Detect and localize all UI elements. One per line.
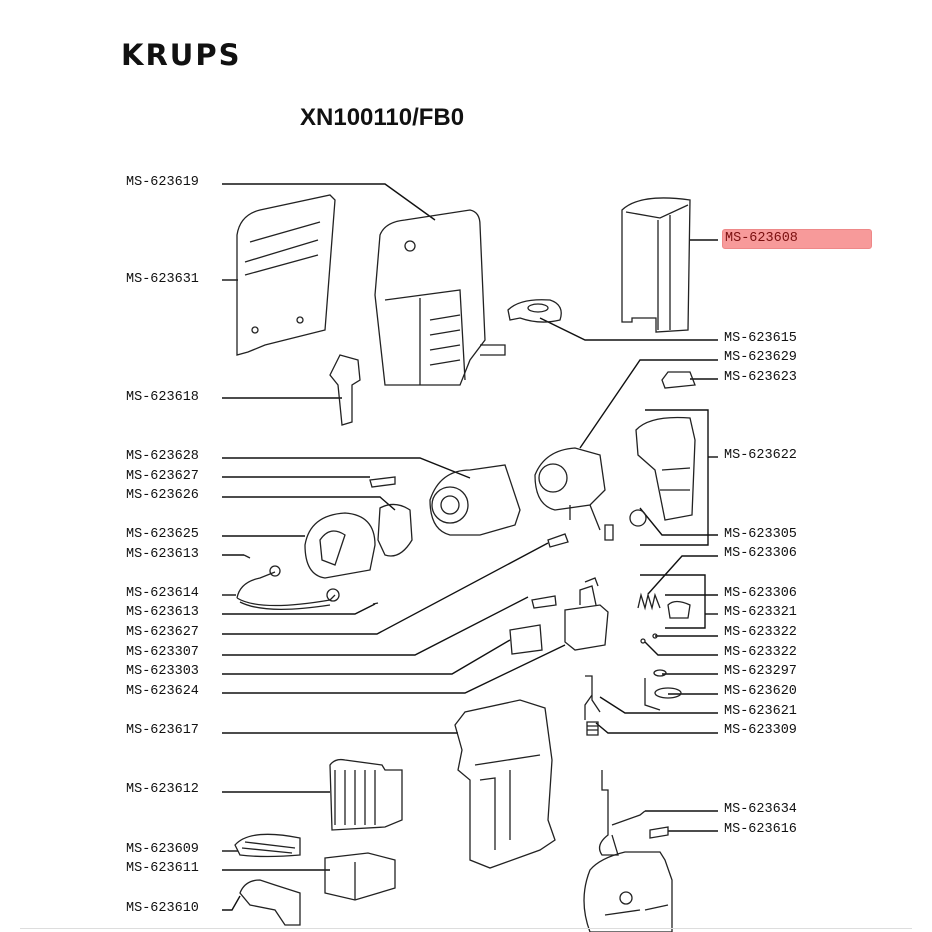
part-label-ms-623628[interactable]: MS-623628 [126, 449, 199, 464]
part-label-ms-623623[interactable]: MS-623623 [724, 370, 797, 385]
part-outer-cover [621, 197, 691, 333]
part-label-ms-623610[interactable]: MS-623610 [126, 901, 199, 916]
part-label-ms-623322[interactable]: MS-623322 [724, 625, 797, 640]
part-drip-tray-parts [234, 758, 403, 926]
part-label-ms-623322-b[interactable]: MS-623322 [724, 645, 797, 660]
part-label-ms-623309[interactable]: MS-623309 [724, 723, 797, 738]
leader-lines-right [539, 239, 718, 832]
part-label-ms-623306[interactable]: MS-623306 [724, 546, 797, 561]
part-label-ms-623614[interactable]: MS-623614 [126, 586, 199, 601]
part-label-ms-623627-b[interactable]: MS-623627 [126, 625, 199, 640]
model-number-title: XN100110/FB0 [300, 104, 465, 131]
part-pump [509, 533, 609, 655]
part-label-ms-623629[interactable]: MS-623629 [724, 350, 797, 365]
part-label-ms-623617[interactable]: MS-623617 [126, 723, 199, 738]
part-front-panel [583, 770, 673, 932]
part-label-ms-623303[interactable]: MS-623303 [126, 664, 199, 679]
part-label-ms-623631[interactable]: MS-623631 [126, 272, 199, 287]
part-label-ms-623621[interactable]: MS-623621 [724, 704, 797, 719]
bottom-divider [20, 928, 912, 929]
part-label-ms-623618[interactable]: MS-623618 [126, 390, 199, 405]
part-label-ms-623627[interactable]: MS-623627 [126, 469, 199, 484]
part-label-ms-623609[interactable]: MS-623609 [126, 842, 199, 857]
part-label-ms-623613-b[interactable]: MS-623613 [126, 605, 199, 620]
part-main-frame [374, 209, 506, 386]
part-label-ms-623622[interactable]: MS-623622 [724, 448, 797, 463]
part-cap [507, 299, 562, 323]
part-brew-unit [429, 447, 614, 541]
part-small-components [584, 592, 691, 736]
part-label-ms-623626[interactable]: MS-623626 [126, 488, 199, 503]
part-label-ms-623620[interactable]: MS-623620 [724, 684, 797, 699]
part-brew-head [304, 476, 413, 579]
part-label-ms-623307[interactable]: MS-623307 [126, 645, 199, 660]
part-label-ms-623321[interactable]: MS-623321 [724, 605, 797, 620]
part-side-panel [236, 194, 336, 356]
part-label-ms-623619[interactable]: MS-623619 [126, 175, 199, 190]
part-label-ms-623297[interactable]: MS-623297 [724, 664, 797, 679]
part-label-ms-623616[interactable]: MS-623616 [724, 822, 797, 837]
part-label-ms-623615[interactable]: MS-623615 [724, 331, 797, 346]
part-label-ms-623613[interactable]: MS-623613 [126, 547, 199, 562]
leader-lines-left [222, 183, 566, 911]
part-label-ms-623612[interactable]: MS-623612 [126, 782, 199, 797]
part-lever-arm [236, 554, 379, 610]
part-label-ms-623611[interactable]: MS-623611 [126, 861, 199, 876]
part-handle [329, 354, 361, 426]
part-label-ms-623305[interactable]: MS-623305 [724, 527, 797, 542]
part-control-board [629, 371, 696, 527]
brand-logo: KRUPS [121, 38, 242, 72]
part-label-ms-623306-b[interactable]: MS-623306 [724, 586, 797, 601]
part-label-ms-623624[interactable]: MS-623624 [126, 684, 199, 699]
part-water-tank-body [454, 699, 556, 869]
part-label-ms-623608-highlighted[interactable]: MS-623608 [722, 229, 872, 249]
part-label-ms-623625[interactable]: MS-623625 [126, 527, 199, 542]
part-label-ms-623634[interactable]: MS-623634 [724, 802, 797, 817]
